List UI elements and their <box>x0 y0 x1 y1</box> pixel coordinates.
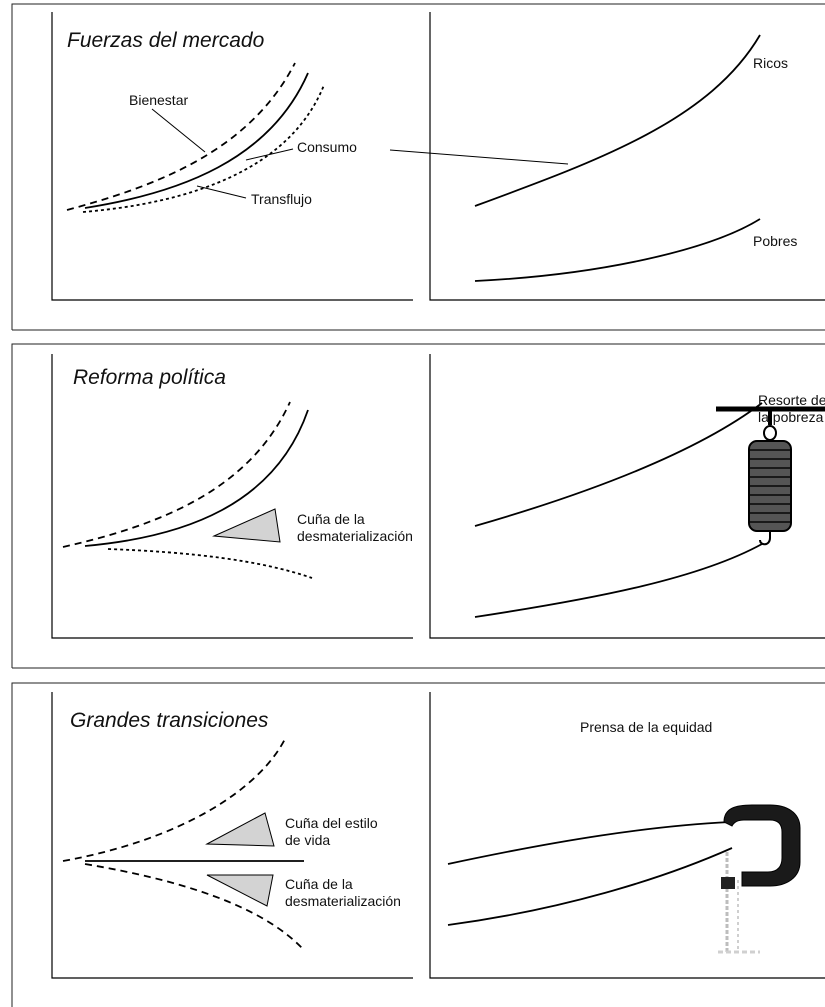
spring-label-line1: Resorte de <box>758 392 825 408</box>
lifestyle-label-line1: Cuña del estilo <box>285 815 378 831</box>
throughput-leader <box>196 185 247 199</box>
rich-curve-reform <box>474 402 763 527</box>
consumption-to-rich-leader <box>389 149 569 165</box>
panel-3-border <box>11 682 825 1007</box>
consumption-label: Consumo <box>297 139 357 155</box>
throughput-curve <box>82 84 325 213</box>
panel-policy-reform: Reforma política Cuña de la desmateriali… <box>51 354 825 639</box>
panel-2-title: Reforma política <box>73 366 226 389</box>
panel-1-title: Fuerzas del mercado <box>67 29 265 52</box>
consumption-leader <box>245 148 294 161</box>
consumption-curve <box>84 72 309 209</box>
panel-3-left-axes <box>51 692 413 979</box>
panel-2-left-axes <box>51 354 413 639</box>
panel-2-border <box>11 343 825 668</box>
wedge-label-line2-transition: desmaterialización <box>285 893 401 909</box>
welfare-leader <box>151 108 206 153</box>
rich-curve-transition <box>447 821 731 865</box>
lifestyle-label-line2: de vida <box>285 832 330 848</box>
wedge-label-line2: desmaterialización <box>297 528 413 544</box>
panel-3-right-axes <box>429 692 825 979</box>
panel-great-transitions: Grandes transiciones Cuña del estilo de … <box>51 692 825 979</box>
welfare-curve-reform <box>62 401 291 548</box>
panel-1-border <box>11 3 825 330</box>
panel-frames <box>11 3 825 1007</box>
panel-1-left-axes <box>51 12 413 301</box>
welfare-label: Bienestar <box>129 92 188 108</box>
consumption-curve-reform <box>84 409 309 547</box>
rich-label: Ricos <box>753 55 788 71</box>
poor-curve <box>474 218 761 282</box>
throughput-label: Transflujo <box>251 191 312 207</box>
lifestyle-wedge <box>205 812 275 847</box>
throughput-curve-reform <box>107 548 313 579</box>
spring-label-line2: la pobreza <box>758 409 824 425</box>
panel-market-forces: Fuerzas del mercado Bienestar Consumo Tr… <box>51 12 825 301</box>
poor-curve-reform <box>474 543 763 618</box>
dematerialization-wedge <box>212 508 281 543</box>
poverty-spring-icon <box>716 406 825 546</box>
panel-1-right-axes <box>429 12 825 301</box>
equity-press-icon <box>718 804 801 954</box>
poor-curve-transition <box>447 847 733 926</box>
panel-2-right-axes <box>429 354 825 639</box>
press-label: Prensa de la equidad <box>580 719 712 735</box>
rich-curve <box>474 34 761 207</box>
poor-label: Pobres <box>753 233 797 249</box>
wedge-label-line1-transition: Cuña de la <box>285 876 353 892</box>
wedge-label-line1: Cuña de la <box>297 511 365 527</box>
dematerialization-wedge-transition <box>206 874 274 907</box>
throughput-curve-transition <box>84 863 303 949</box>
welfare-curve <box>66 62 296 211</box>
panel-3-title: Grandes transiciones <box>70 709 269 732</box>
